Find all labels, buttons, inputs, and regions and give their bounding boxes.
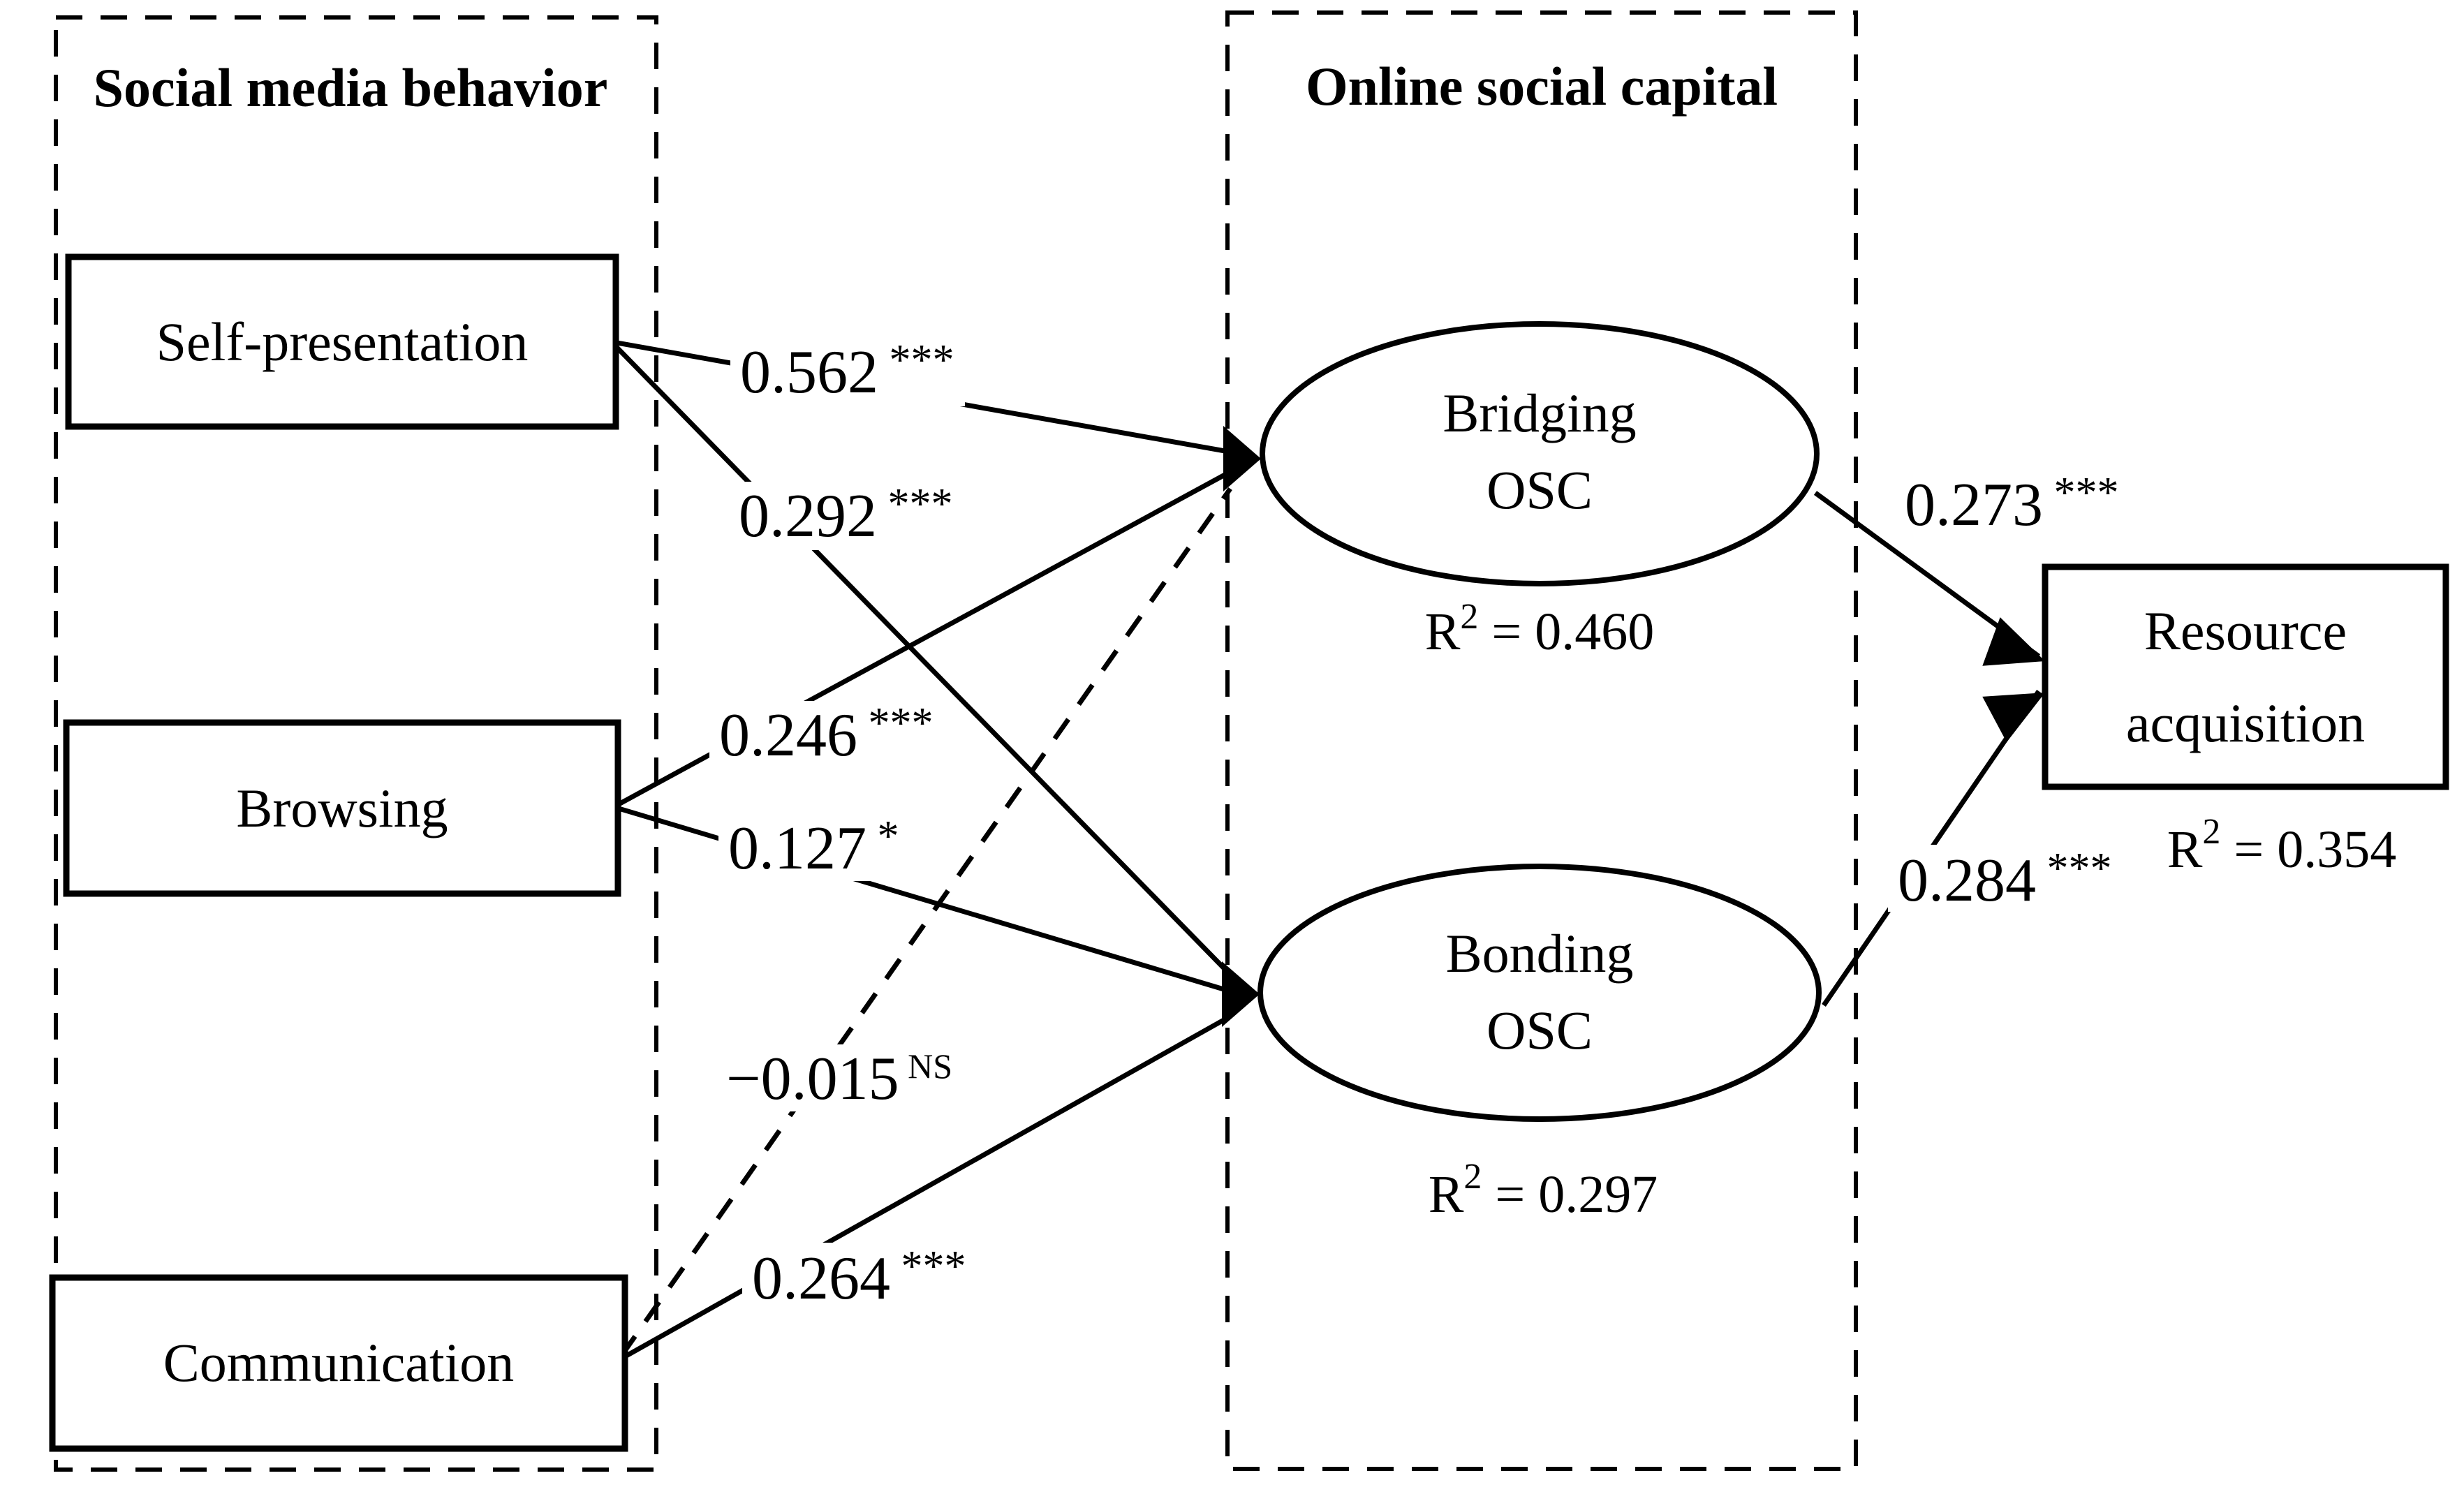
path-communication-to-bridging-dashed (619, 487, 1232, 1358)
coef-self-to-bonding: 0.292 *** (739, 480, 953, 550)
osc-group-title: Online social capital (1306, 56, 1778, 117)
resource-acquisition-label-line1: Resource (2144, 600, 2347, 661)
coef-value: 0.264 (752, 1245, 890, 1313)
label-mask (718, 814, 893, 881)
resource-acquisition-label-line2: acquisition (2126, 693, 2365, 753)
coef-value: 0.562 (740, 339, 878, 406)
self-presentation-label: Self-presentation (156, 311, 529, 372)
path-self-to-bonding (611, 341, 1230, 974)
coef-significance: *** (857, 700, 934, 747)
coef-browsing-to-bonding: 0.127 * (728, 813, 899, 882)
communication-node (49, 1274, 628, 1452)
resource-acquisition-node (2042, 563, 2449, 790)
coef-bonding-to-resource: 0.284 *** (1898, 845, 2112, 915)
bridging-osc-r2: R2 = 0.460 (1425, 597, 1655, 661)
coef-significance: * (866, 813, 899, 860)
r2-exponent: 2 (1463, 1157, 1482, 1197)
coef-significance: *** (2036, 845, 2112, 892)
coef-communication-to-bonding: 0.264 *** (752, 1243, 966, 1313)
label-mask (716, 1044, 940, 1111)
label-mask (729, 482, 964, 550)
osc-group-frame (1225, 10, 1858, 1471)
label-mask (709, 701, 944, 769)
bonding-osc-label-line1: Bonding (1446, 923, 1634, 984)
coef-significance: *** (877, 480, 953, 528)
bonding-osc-node (1257, 864, 1822, 1122)
label-mask (730, 338, 965, 406)
arrowhead-lower-into-resource-icon (1982, 693, 2045, 743)
self-presentation-node (65, 253, 619, 430)
bonding-osc-r2: R2 = 0.297 (1429, 1157, 1658, 1224)
label-mask (742, 1243, 977, 1310)
r2-base: R (1425, 602, 1461, 661)
coef-communication-to-bridging: −0.015 NS (726, 1045, 952, 1113)
coef-self-to-bridging: 0.562 *** (740, 337, 954, 406)
bridging-osc-label-line1: Bridging (1443, 383, 1636, 443)
r2-value: = 0.354 (2220, 820, 2396, 879)
label-mask (1895, 469, 2130, 536)
coef-browsing-to-bridging: 0.246 *** (719, 700, 934, 769)
arrowhead-into-bonding-icon (1222, 961, 1260, 1027)
coef-value: 0.273 (1905, 471, 2043, 539)
r2-exponent: 2 (2202, 812, 2220, 852)
r2-base: R (1429, 1165, 1464, 1224)
coef-value: 0.292 (739, 482, 877, 550)
coef-bridging-to-resource: 0.273 *** (1905, 469, 2119, 539)
path-browsing-to-bonding (617, 806, 1227, 993)
coef-significance: *** (2043, 469, 2119, 517)
coef-significance-ns: NS (899, 1047, 952, 1086)
arrowhead-upper-into-resource-icon (1982, 617, 2045, 666)
r2-value: = 0.297 (1482, 1165, 1658, 1224)
r2-value: = 0.460 (1478, 602, 1654, 661)
coef-significance: *** (878, 337, 954, 384)
label-mask (1888, 845, 2123, 912)
behavior-group-title: Social media behavior (94, 57, 608, 118)
r2-base: R (2167, 820, 2203, 879)
bonding-osc-label-line2: OSC (1486, 1000, 1593, 1060)
browsing-node (63, 719, 621, 897)
coef-significance: *** (890, 1243, 966, 1290)
arrowhead-into-bridging-icon (1223, 426, 1261, 491)
coef-value: −0.015 (726, 1045, 899, 1113)
coef-value: 0.246 (719, 702, 857, 769)
browsing-label: Browsing (236, 778, 448, 838)
path-communication-to-bonding (620, 1015, 1229, 1361)
bridging-osc-label-line2: OSC (1486, 459, 1593, 520)
communication-label: Communication (163, 1332, 515, 1393)
resource-acquisition-r2: R2 = 0.354 (2167, 812, 2397, 879)
bridging-osc-node (1260, 321, 1820, 586)
r2-exponent: 2 (1460, 597, 1478, 637)
coef-value: 0.127 (728, 815, 866, 882)
coef-value: 0.284 (1898, 847, 2036, 915)
